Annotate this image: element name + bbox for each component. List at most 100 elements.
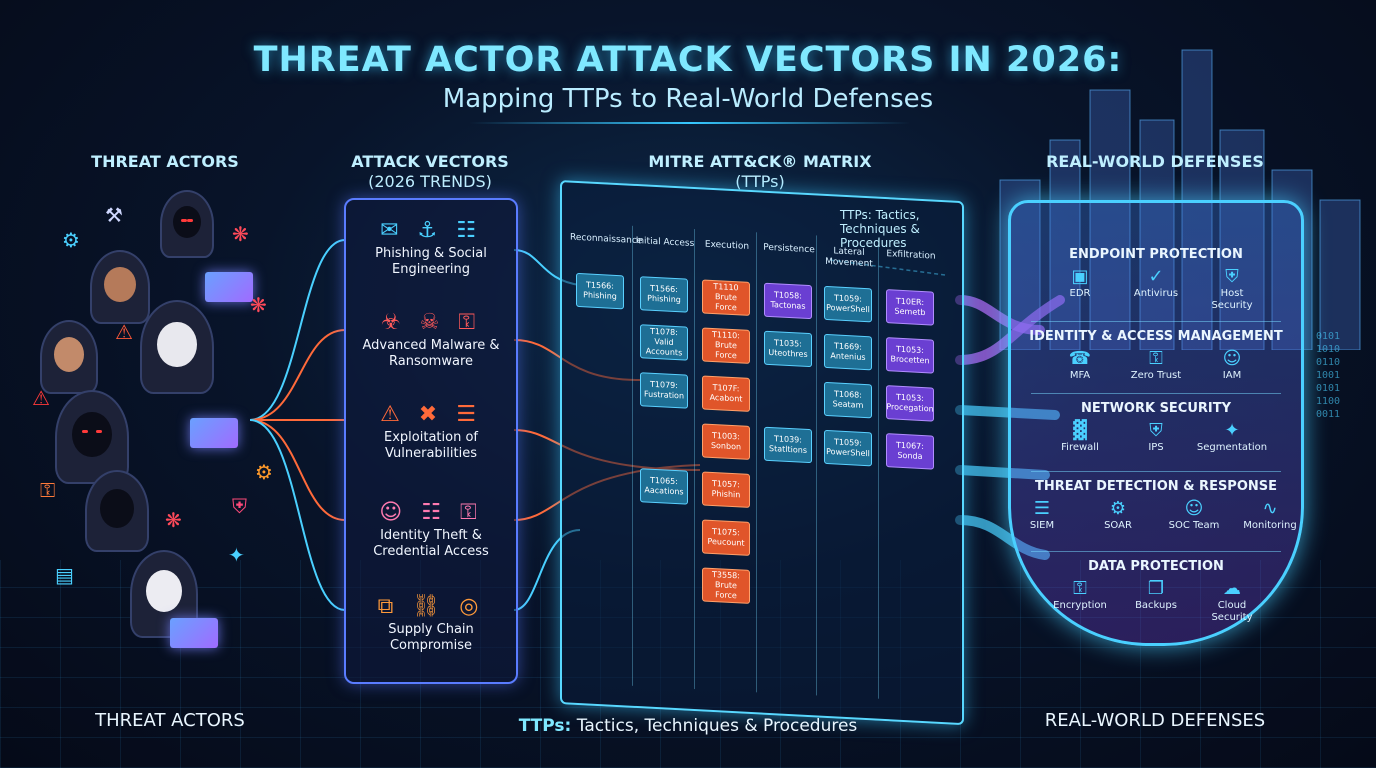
technique-cell[interactable]: T1110:Brute Force xyxy=(702,327,750,364)
defense-label: IPS xyxy=(1148,442,1164,453)
technique-name: Phishing xyxy=(583,290,617,301)
defense-item[interactable]: ∿Monitoring xyxy=(1239,498,1301,532)
actor-face xyxy=(146,570,182,613)
vector-malware[interactable]: ☣ ☠ ⚿ Advanced Malware & Ransomware xyxy=(346,310,516,370)
actor-eye xyxy=(181,218,187,222)
defense-item[interactable]: ☺SOC Team xyxy=(1163,498,1225,532)
defense-label: IAM xyxy=(1222,370,1242,381)
defense-item[interactable]: ❐Backups xyxy=(1125,578,1187,624)
defense-item[interactable]: ☺IAM xyxy=(1201,348,1263,382)
technique-cell[interactable]: T1053:Brocetten xyxy=(886,337,934,374)
actor-face xyxy=(72,411,112,457)
technique-cell[interactable]: T1035:Uteothres xyxy=(764,330,812,368)
technique-text: T1039:Statltions xyxy=(769,434,807,456)
page-title: THREAT ACTOR ATTACK VECTORS IN 2026: xyxy=(253,40,1123,80)
defense-item[interactable]: ⛨IPS xyxy=(1125,420,1187,454)
technique-cell[interactable]: T1059:PowerShell xyxy=(824,429,872,467)
defense-group: THREAT DETECTION & RESPONSE☰SIEM⚙SOAR☺SO… xyxy=(1011,479,1301,532)
defense-group: IDENTITY & ACCESS MANAGEMENT☎MFA⚿Zero Tr… xyxy=(1011,329,1301,382)
matrix-column-divider xyxy=(694,229,695,690)
defense-icon: ☎ xyxy=(1068,348,1092,369)
hooded-actor xyxy=(85,470,149,552)
technique-cell[interactable]: T1078:Valid Accounts xyxy=(640,324,688,361)
technique-cell[interactable]: T107F:Acabont xyxy=(702,375,750,412)
vector-identity-label: Identity Theft & Credential Access xyxy=(373,528,489,559)
technique-cell[interactable]: T1039:Statltions xyxy=(764,426,812,464)
defense-icon: ⚙ xyxy=(1109,498,1127,519)
tactic-header: Execution xyxy=(704,239,750,252)
technique-name: Valid Accounts xyxy=(645,336,683,358)
wrench-icon: ⚒ xyxy=(105,203,123,227)
vector-phishing[interactable]: ✉ ⚓ ☷ Phishing & Social Engineering xyxy=(346,218,516,278)
defense-items: ☰SIEM ⚙SOAR ☺SOC Team ∿Monitoring xyxy=(1011,498,1301,532)
defense-item[interactable]: ⚙SOAR xyxy=(1087,498,1149,532)
technique-name: Tactonas xyxy=(770,300,806,311)
defense-item[interactable]: ✓Antivirus xyxy=(1125,266,1187,312)
actor-eye xyxy=(82,429,89,433)
matrix-header-line1: MITRE ATT&CK® MATRIX xyxy=(648,152,872,171)
footer-actors: THREAT ACTORS xyxy=(95,710,245,731)
technique-text: T1079:Fustration xyxy=(644,379,684,401)
defense-icon: ✦ xyxy=(1224,420,1240,441)
vector-exploitation[interactable]: ⚠ ✖ ☰ Exploitation of Vulnerabilities xyxy=(346,402,516,462)
technique-cell[interactable]: T1058:Tactonas xyxy=(764,282,812,320)
defense-item[interactable]: ▣EDR xyxy=(1049,266,1111,312)
technique-name: Statltions xyxy=(769,443,807,455)
technique-text: T1068:Seatam xyxy=(833,389,864,411)
technique-name: Aacations xyxy=(644,485,684,497)
technique-cell[interactable]: T1068:Seatam xyxy=(824,381,872,419)
defense-shield: ENDPOINT PROTECTION▣EDR✓Antivirus⛨Host S… xyxy=(1008,200,1304,646)
ttp-note: TTPs: Tactics, Techniques & Procedures xyxy=(840,208,920,250)
technique-cell[interactable]: T3558:Brute Force xyxy=(702,567,750,604)
defense-item[interactable]: ☰SIEM xyxy=(1011,498,1073,532)
technique-text: T1075:Peucount xyxy=(707,527,744,549)
defense-icon: ☺ xyxy=(1222,348,1242,369)
technique-cell[interactable]: T1053:Procegation xyxy=(886,385,934,422)
technique-cell[interactable]: T1566:Phishing xyxy=(576,272,624,310)
defense-item[interactable]: ▓Firewall xyxy=(1049,420,1111,454)
matrix-header-line2: (TTPs) xyxy=(735,172,785,191)
page-subtitle: Mapping TTPs to Real-World Defenses xyxy=(442,84,934,114)
hooded-actor xyxy=(130,550,198,638)
defense-group: NETWORK SECURITY▓Firewall⛨IPS✦Segmentati… xyxy=(1011,401,1301,454)
defense-item[interactable]: ⚿Zero Trust xyxy=(1125,348,1187,382)
defense-icon: ⚿ xyxy=(1073,578,1087,599)
technique-cell[interactable]: T1057:Phishin xyxy=(702,471,750,508)
technique-cell[interactable]: T1079:Fustration xyxy=(640,372,688,409)
vector-exploitation-label: Exploitation of Vulnerabilities xyxy=(384,430,478,461)
technique-cell[interactable]: T1566:Phishing xyxy=(640,276,688,313)
actors-header: THREAT ACTORS xyxy=(91,152,239,171)
technique-cell[interactable]: T1003:Sonbon xyxy=(702,423,750,460)
actor-face xyxy=(104,267,136,303)
defense-icon: ⛨ xyxy=(1225,266,1239,287)
technique-cell[interactable]: T1059:PowerShell xyxy=(824,285,872,323)
defense-item[interactable]: ☎MFA xyxy=(1049,348,1111,382)
tactic-header: Reconnaissance xyxy=(570,232,643,247)
technique-cell[interactable]: T1669:Antenius xyxy=(824,333,872,371)
bug-icon: ❋ xyxy=(250,293,267,317)
laptop-icon xyxy=(205,272,253,302)
lock-icon: ⚿ xyxy=(40,478,56,502)
vector-identity-theft[interactable]: ☺ ☷ ⚿ Identity Theft & Credential Access xyxy=(346,500,516,560)
defense-separator xyxy=(1031,321,1281,322)
technique-cell[interactable]: T10ER:Semetb xyxy=(886,289,934,326)
technique-text: T1003:Sonbon xyxy=(711,431,741,453)
hooded-actor xyxy=(55,390,129,484)
technique-cell[interactable]: T1075:Peucount xyxy=(702,519,750,556)
defense-item[interactable]: ⚿Encryption xyxy=(1049,578,1111,624)
defense-items: ▣EDR ✓Antivirus ⛨Host Security xyxy=(1011,266,1301,312)
defense-label: Firewall xyxy=(1061,442,1099,453)
technique-name: PowerShell xyxy=(826,446,870,459)
vector-supply-chain-label: Supply Chain Compromise xyxy=(388,622,474,653)
defense-item[interactable]: ⛨Host Security xyxy=(1201,266,1263,312)
technique-name: Seatam xyxy=(832,399,864,410)
defense-item[interactable]: ✦Segmentation xyxy=(1197,420,1267,454)
technique-cell[interactable]: T1067:Sonda xyxy=(886,433,934,470)
technique-name: Uteothres xyxy=(768,347,808,359)
defense-label: EDR xyxy=(1069,288,1091,299)
vector-supply-chain[interactable]: ⧉ ⛓ ◎ Supply Chain Compromise xyxy=(346,594,516,654)
technique-cell[interactable]: T1065:Aacations xyxy=(640,468,688,505)
defense-item[interactable]: ☁Cloud Security xyxy=(1201,578,1263,624)
technique-name: Brute Force xyxy=(715,580,737,601)
